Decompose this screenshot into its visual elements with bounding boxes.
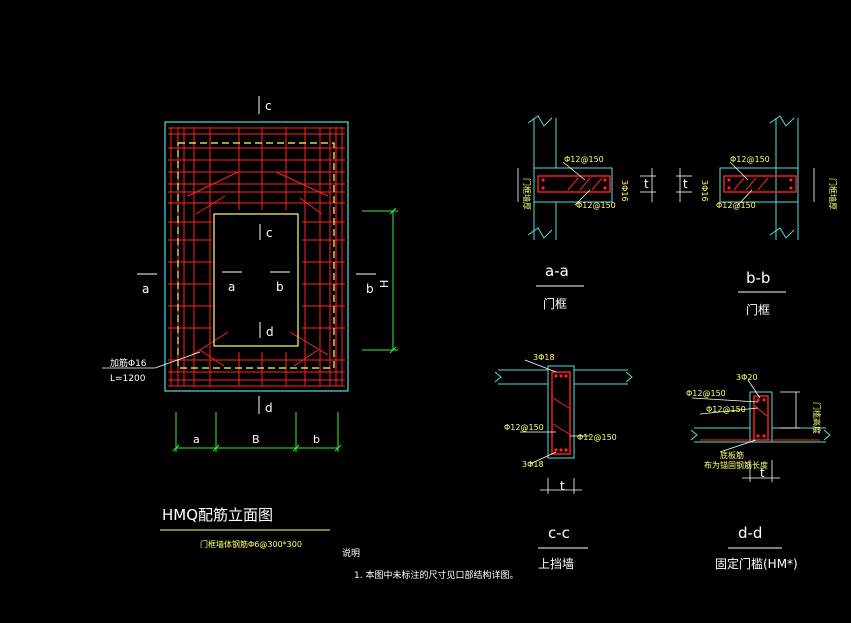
cc-caption: 上挡墙 <box>538 557 574 571</box>
notes: 说明 1. 本图中未标注的尺寸见口部结构详图。 <box>342 547 518 581</box>
cc-title: c-c <box>548 524 570 542</box>
section-mark-d: d <box>265 401 273 415</box>
aa-side-label: 门框墙厚 <box>522 178 532 210</box>
rebar-grid <box>168 127 345 387</box>
section-mark-inner-a: a <box>228 280 235 294</box>
dim-B: B <box>252 433 260 446</box>
page-subtitle: 门框墙体钢筋Φ6@300*300 <box>200 539 302 549</box>
cc-bar-bottom: 3Φ18 <box>522 460 544 469</box>
bb-side-label: 门框墙厚 <box>828 178 838 210</box>
bb-bar-side: 3Φ16 <box>700 180 709 202</box>
notes-line-1: 1. 本图中未标注的尺寸见口部结构详图。 <box>354 569 518 581</box>
bb-bar-top: Φ12@150 <box>730 155 770 164</box>
cc-bar-right: Φ12@150 <box>577 433 617 442</box>
door-opening <box>213 213 299 347</box>
dd-bar-2: Φ12@150 <box>706 405 746 414</box>
main-elevation: c d a b c d a b a B b H <box>102 96 398 549</box>
section-mark-inner-c: c <box>266 226 273 240</box>
dim-b: b <box>313 433 320 446</box>
section-mark-a: a <box>142 282 149 296</box>
bar-note-1: 加筋Φ16 <box>110 357 147 369</box>
bb-bar-bottom: Φ12@150 <box>716 201 756 210</box>
bb-dim-t: t <box>683 177 688 191</box>
section-dd: 3Φ20 Φ12@150 Φ12@150 底板筋 布为锚固钢筋长度 门槛高度 t… <box>686 373 831 571</box>
section-mark-c: c <box>265 99 272 113</box>
cc-dim-t: t <box>560 479 565 493</box>
section-cc: 3Φ18 Φ12@150 Φ12@150 3Φ18 t c-c 上挡墙 <box>494 353 633 571</box>
section-mark-inner-d: d <box>266 325 274 339</box>
aa-caption: 门框 <box>543 296 567 311</box>
dd-label-anchor: 布为锚固钢筋长度 <box>704 460 768 470</box>
aa-title: a-a <box>545 262 569 280</box>
dd-dim-t: t <box>760 466 765 480</box>
cc-bar-left: Φ12@150 <box>504 423 544 432</box>
dd-title: d-d <box>738 524 762 542</box>
bar-note-2: L=1200 <box>110 374 146 384</box>
dimension-right <box>362 207 398 354</box>
aa-dim-t: t <box>644 177 649 191</box>
dim-a: a <box>193 433 200 446</box>
dimension-bottom <box>172 412 342 452</box>
dd-label-side: 门槛高度 <box>812 402 822 434</box>
aa-bar-side: 3Φ16 <box>620 180 629 202</box>
dd-caption: 固定门槛(HM*) <box>715 556 798 571</box>
notes-heading: 说明 <box>342 547 360 559</box>
dd-label-floor: 底板筋 <box>720 450 744 460</box>
dim-H: H <box>378 280 391 288</box>
section-aa: Φ12@150 Φ12@150 3Φ16 门框墙厚 t a-a 门框 <box>517 115 656 311</box>
dd-bar-1: Φ12@150 <box>686 389 726 398</box>
section-mark-inner-b: b <box>276 280 284 294</box>
aa-bar-top: Φ12@150 <box>564 155 604 164</box>
dd-bar-top: 3Φ20 <box>736 373 758 382</box>
page-title: HMQ配筋立面图 <box>162 506 273 524</box>
bb-caption: 门框 <box>746 302 770 317</box>
section-mark-b: b <box>366 282 374 296</box>
aa-bar-bottom: Φ12@150 <box>576 201 616 210</box>
cc-bar-top: 3Φ18 <box>533 353 555 362</box>
section-bb: Φ12@150 Φ12@150 3Φ16 门框墙厚 t b-b 门框 <box>676 115 838 317</box>
bb-title: b-b <box>746 269 770 287</box>
